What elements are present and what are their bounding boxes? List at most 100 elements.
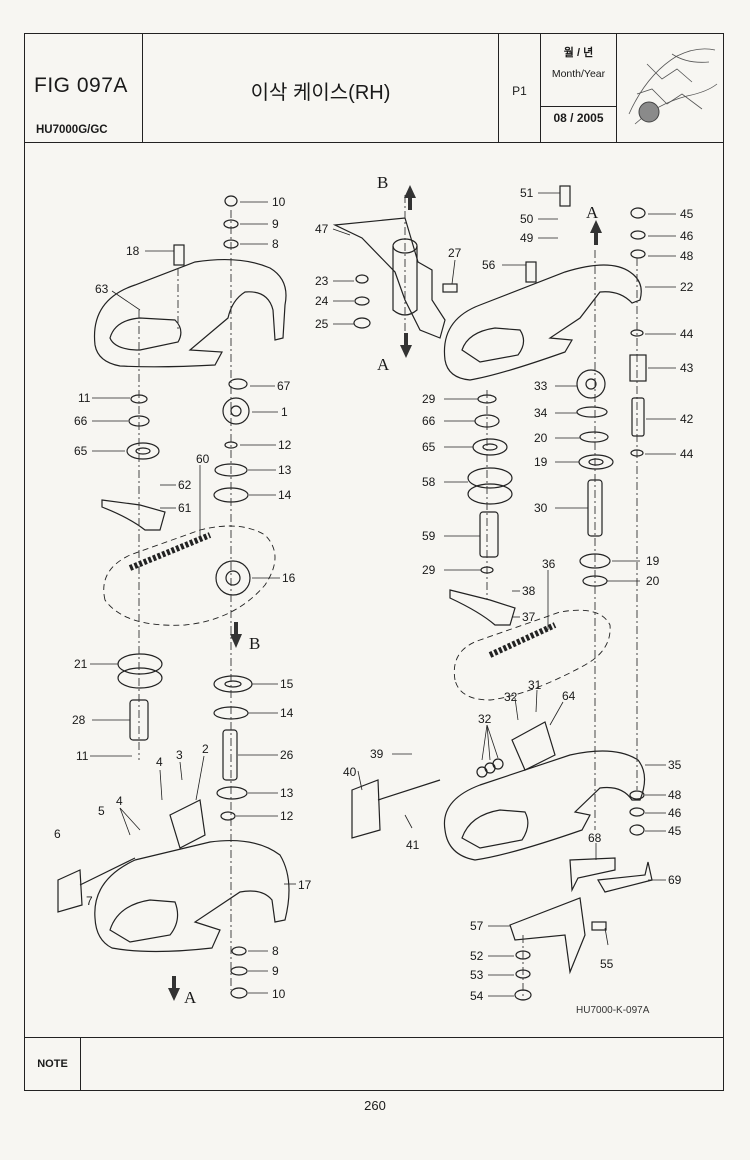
- thumbnail-cell: [617, 34, 723, 142]
- part-label: 68: [588, 831, 602, 845]
- part-label: 20: [534, 431, 548, 445]
- part-label: 12: [278, 438, 292, 452]
- part-label: 46: [680, 229, 694, 243]
- part-label: 22: [680, 280, 694, 294]
- part-label: 45: [668, 824, 682, 838]
- part-label: 19: [646, 554, 660, 568]
- part-label: 58: [422, 475, 436, 489]
- page-number: 260: [364, 1098, 386, 1113]
- part-label: 19: [534, 455, 548, 469]
- part-label: 10: [272, 987, 286, 1001]
- part-label: 7: [86, 894, 93, 908]
- month-year-en: Month/Year: [551, 68, 606, 80]
- part-label: 38: [522, 584, 536, 598]
- part-label: 3: [176, 748, 183, 762]
- part-label: 4: [116, 794, 123, 808]
- marker-a-right: A: [586, 203, 599, 222]
- fig-number: FIG 097A: [34, 74, 128, 97]
- part-label: 13: [280, 786, 294, 800]
- part-label: 57: [470, 919, 484, 933]
- page-frame: FIG 097A HU7000G/GC 이삭 케이스(RH) P1 월 / 년 …: [24, 33, 724, 1091]
- part-label: 65: [74, 444, 88, 458]
- part-label: 29: [422, 563, 436, 577]
- part-label: 48: [668, 788, 682, 802]
- part-label: 35: [668, 758, 682, 772]
- fig-cell: FIG 097A HU7000G/GC: [25, 34, 143, 142]
- part-label: 26: [280, 748, 294, 762]
- part-label: 8: [272, 237, 279, 251]
- part-label: 61: [178, 501, 192, 515]
- part-label: 25: [315, 317, 329, 331]
- part-label: 31: [528, 678, 542, 692]
- part-label: 69: [668, 873, 682, 887]
- part-label: 42: [680, 412, 694, 426]
- part-labels: 10 9 8 18 63 67 11 1 66 65 12 60 13 62 1…: [54, 186, 694, 1003]
- part-label: 11: [78, 391, 91, 405]
- part-label: 23: [315, 274, 329, 288]
- part-label: 2: [202, 742, 209, 756]
- part-label: 55: [600, 957, 614, 971]
- month-year-ko: 월 / 년: [563, 47, 594, 59]
- part-label: 27: [448, 246, 462, 260]
- marker-a-mid: A: [377, 355, 390, 374]
- part-label: 14: [280, 706, 294, 720]
- leader-lines: [90, 192, 676, 997]
- part-label: 1: [281, 405, 288, 419]
- marker-b-left: B: [249, 634, 260, 653]
- part-label: 32: [504, 690, 518, 704]
- centerlines: [138, 195, 638, 1000]
- page-code-cell: P1: [499, 34, 541, 142]
- title-block: FIG 097A HU7000G/GC 이삭 케이스(RH) P1 월 / 년 …: [25, 34, 723, 143]
- part-label: 13: [278, 463, 292, 477]
- part-label: 10: [272, 195, 286, 209]
- part-label: 44: [680, 327, 694, 341]
- part-label: 53: [470, 968, 484, 982]
- date-cell: 월 / 년 Month/Year 08 / 2005: [541, 34, 617, 142]
- part-label: 18: [126, 244, 140, 258]
- part-label: 20: [646, 574, 660, 588]
- part-label: 15: [280, 677, 294, 691]
- part-label: 21: [74, 657, 88, 671]
- part-label: 14: [278, 488, 292, 502]
- note-label: NOTE: [25, 1038, 81, 1090]
- model-name: HU7000G/GC: [36, 124, 108, 136]
- page-title: 이삭 케이스(RH): [250, 82, 391, 104]
- part-label: 5: [98, 804, 105, 818]
- date-heading: 월 / 년 Month/Year: [541, 34, 616, 107]
- part-label: 66: [422, 414, 436, 428]
- part-label: 47: [315, 222, 329, 236]
- part-label: 48: [680, 249, 694, 263]
- part-label: 41: [406, 838, 420, 852]
- part-label: 64: [562, 689, 576, 703]
- revision-date: 08 / 2005: [553, 111, 604, 125]
- part-label: 52: [470, 949, 484, 963]
- part-label: 59: [422, 529, 436, 543]
- part-label: 6: [54, 827, 61, 841]
- part-label: 43: [680, 361, 694, 375]
- part-label: 4: [156, 755, 163, 769]
- part-label: 40: [343, 765, 357, 779]
- part-label: 16: [282, 571, 296, 585]
- part-label: 34: [534, 406, 548, 420]
- direction-arrows: [168, 185, 602, 1001]
- marker-a-bottom: A: [184, 988, 197, 1007]
- part-label: 51: [520, 186, 534, 200]
- part-drawings: [57, 185, 653, 1001]
- part-label: 30: [534, 501, 548, 515]
- page-code: P1: [512, 84, 527, 98]
- part-label: 28: [72, 713, 86, 727]
- part-label: 54: [470, 989, 484, 1003]
- part-label: 24: [315, 294, 329, 308]
- part-label: 37: [522, 610, 536, 624]
- part-label: 39: [370, 747, 384, 761]
- part-label: 29: [422, 392, 436, 406]
- drawing-code: HU7000-K-097A: [576, 1005, 650, 1016]
- machine-thumbnail: [628, 48, 718, 125]
- part-label: 45: [680, 207, 694, 221]
- part-label: 8: [272, 944, 279, 958]
- part-label: 49: [520, 231, 534, 245]
- part-label: 44: [680, 447, 694, 461]
- part-label: 17: [298, 878, 312, 892]
- part-label: 50: [520, 212, 534, 226]
